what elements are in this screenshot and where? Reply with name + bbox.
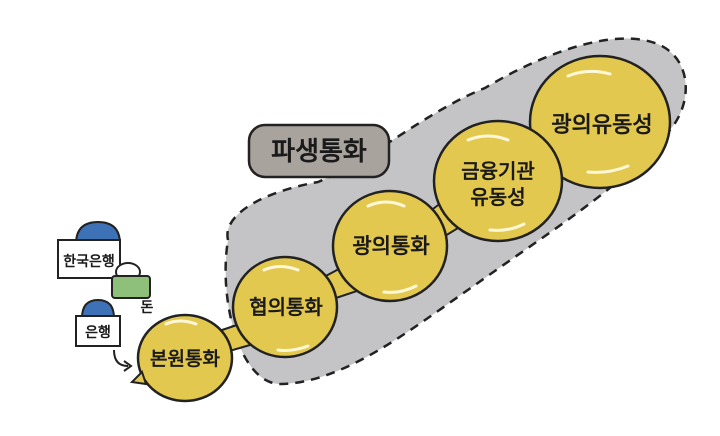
bank-label: 은행 bbox=[85, 325, 111, 341]
bank-arrow bbox=[113, 349, 129, 367]
bank-character: 은행 bbox=[75, 298, 133, 372]
money-bill bbox=[111, 275, 151, 299]
ball-broad-liquidity-label: 광의유동성 bbox=[551, 113, 652, 138]
money-label: 돈 bbox=[141, 300, 154, 316]
ball-broad-money-label: 광의통화 bbox=[352, 234, 430, 258]
ball-narrow-money-label: 협의통화 bbox=[249, 295, 323, 319]
ball-base-money: 본원통화 bbox=[136, 313, 234, 403]
central-bank-cap bbox=[74, 220, 122, 245]
bank-cap bbox=[80, 298, 116, 319]
ball-narrow-money: 협의통화 bbox=[231, 255, 339, 359]
derived-money-label: 파생통화 bbox=[247, 123, 391, 179]
ball-financial-institution-liquidity: 금융기관 유동성 bbox=[432, 119, 564, 243]
ball-inst-label-line1: 금융기관 bbox=[461, 159, 535, 183]
ball-broad-money: 광의통화 bbox=[331, 189, 449, 303]
central-bank-label: 한국은행 bbox=[63, 254, 115, 270]
ball-broad-liquidity: 광의유동성 bbox=[528, 54, 672, 190]
derived-money-label-text: 파생통화 bbox=[271, 137, 367, 167]
central-bank-character: 한국은행 돈 bbox=[57, 220, 154, 316]
ball-base-money-label: 본원통화 bbox=[150, 348, 220, 370]
ball-inst-label-line2: 유동성 bbox=[470, 185, 525, 209]
balloon-knot bbox=[129, 370, 148, 386]
